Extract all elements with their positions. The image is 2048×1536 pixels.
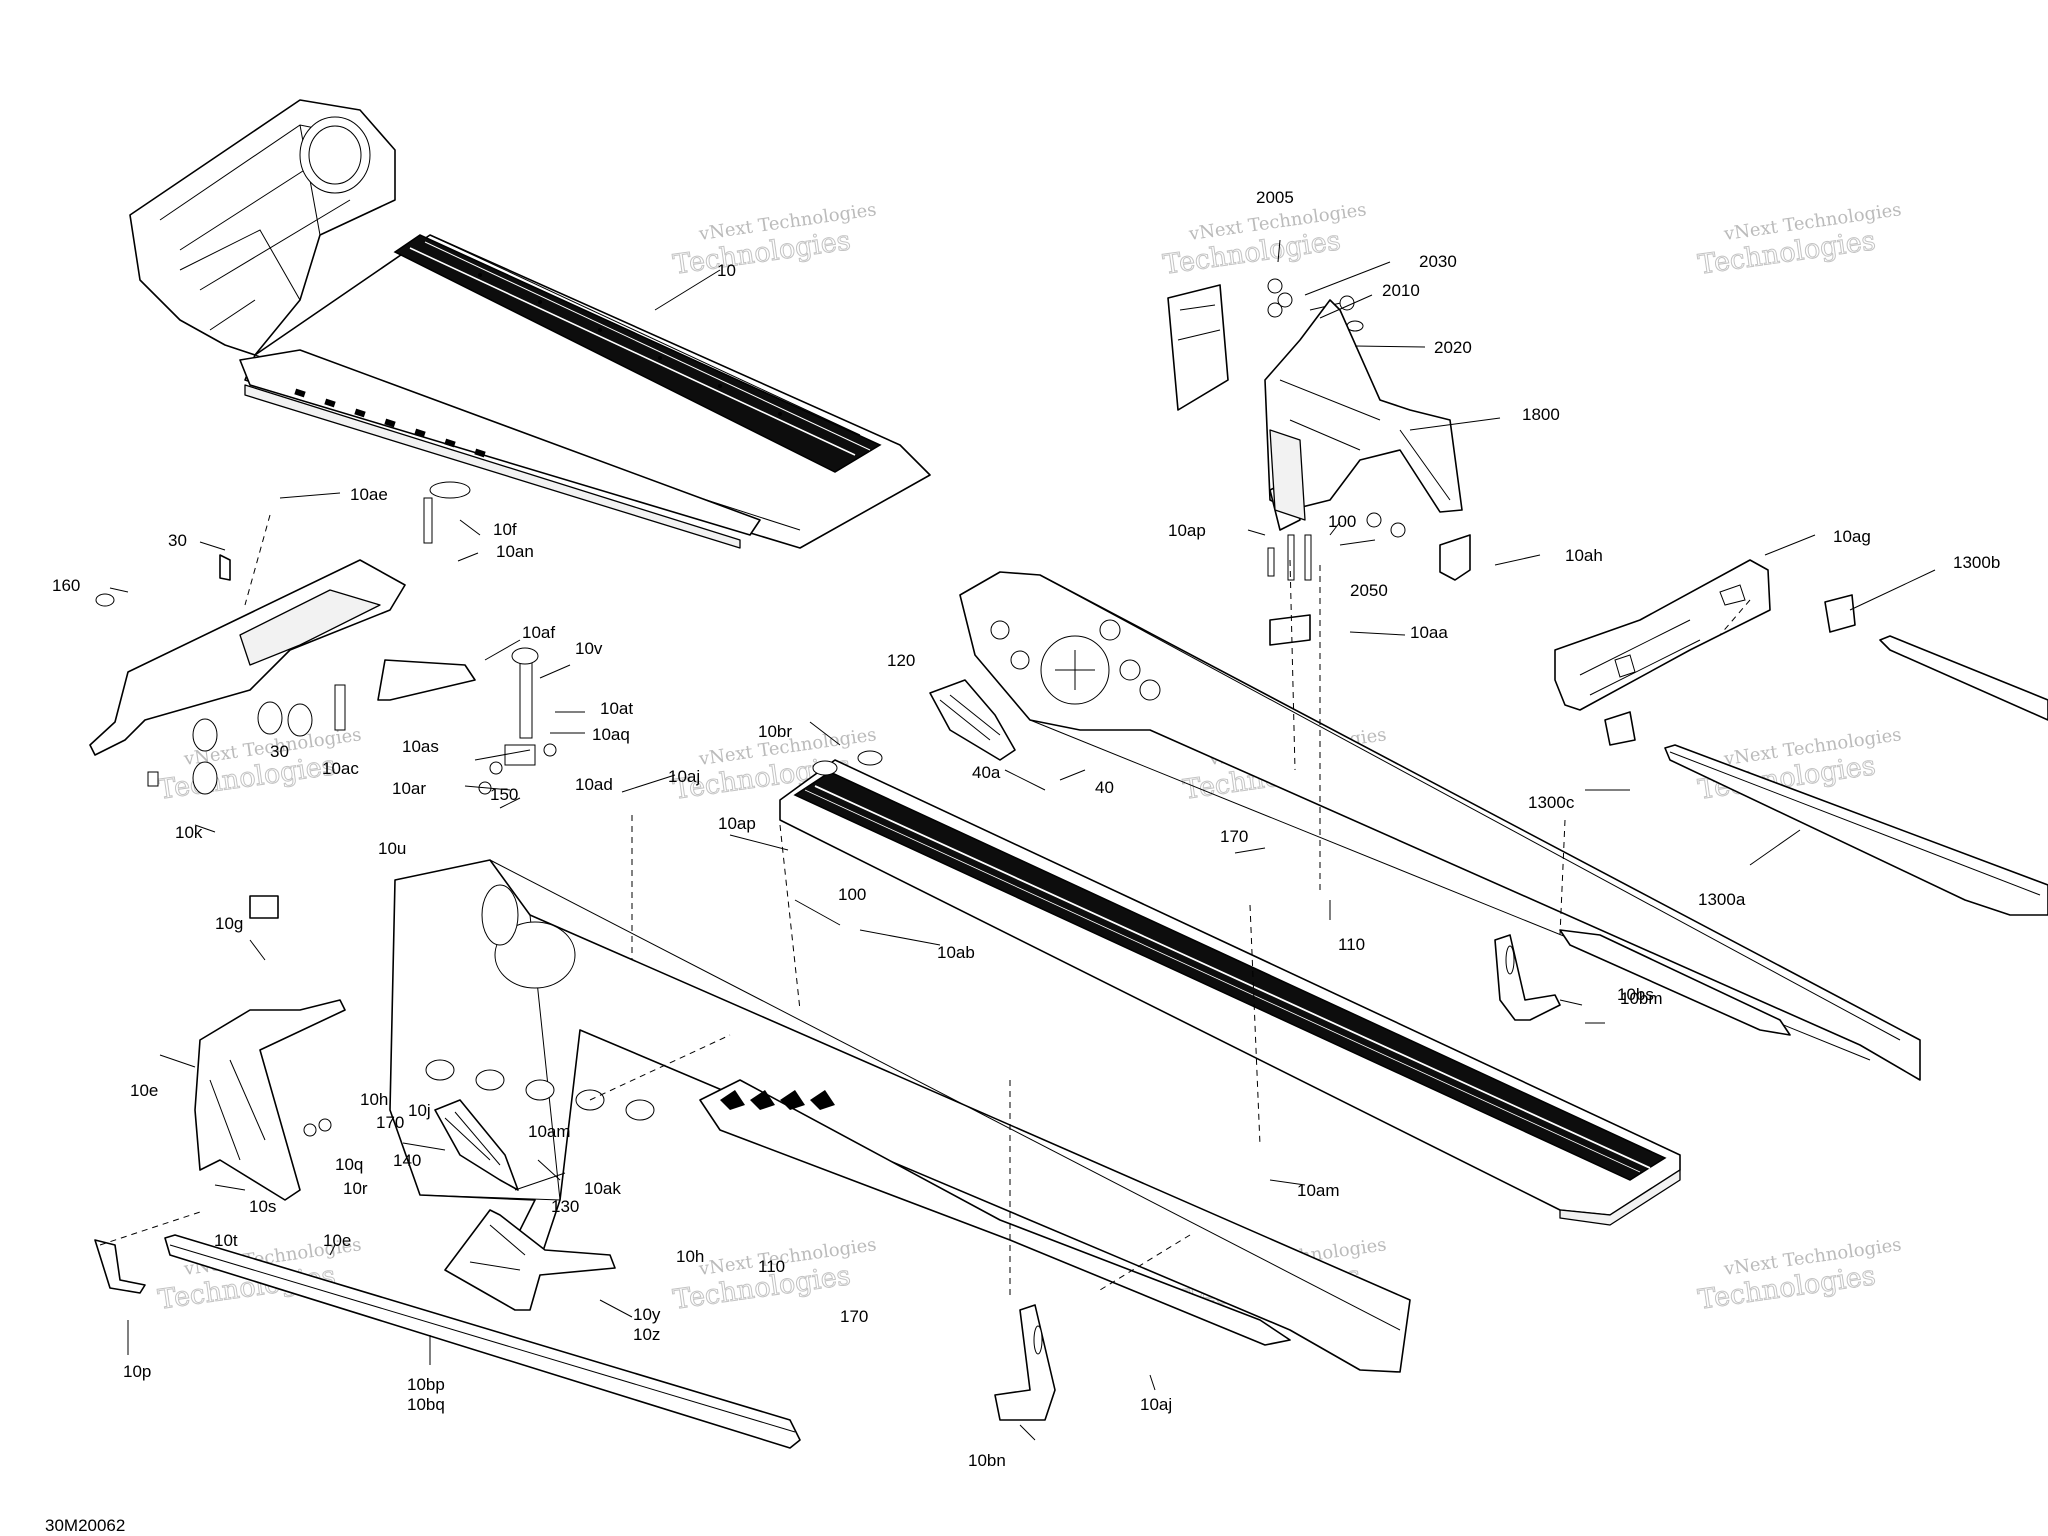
- callout-label: 10ae: [350, 485, 388, 504]
- callout-label: 10h: [360, 1090, 388, 1109]
- callout-label: 10aj: [1140, 1395, 1172, 1414]
- callout-label: 10e: [323, 1231, 351, 1250]
- bolts-brackets-left: [334, 481, 557, 795]
- rear-support-bracket: [1494, 934, 1561, 1021]
- front-bracket-assembly: [94, 895, 346, 1294]
- callout-label: 170: [1220, 827, 1248, 846]
- callout-label: 10bp: [407, 1375, 445, 1394]
- callout-label: 10k: [175, 823, 203, 842]
- vnext-watermark-logo: vNext Technologies Technologies: [1161, 199, 1368, 281]
- vnext-watermark-logo: vNext Technologies Technologies: [671, 199, 878, 281]
- callout-label: 10ak: [584, 1179, 621, 1198]
- callout-label: 10ac: [322, 759, 359, 778]
- callout-label: 10p: [123, 1362, 151, 1381]
- leader-lines: [109, 239, 1936, 1441]
- slide-rail: [1664, 594, 2048, 916]
- callout-label: 10y: [633, 1305, 661, 1324]
- callout-label: 10j: [408, 1101, 431, 1120]
- front-deck-panel: [89, 554, 406, 795]
- callout-label: 10as: [402, 737, 439, 756]
- callout-label: 10at: [600, 699, 633, 718]
- callout-label: 1300b: [1953, 553, 2000, 572]
- callout-label: 140: [393, 1151, 421, 1170]
- callout-label: 10q: [335, 1155, 363, 1174]
- callout-label: 150: [490, 785, 518, 804]
- right-side-tunnel-panel: [959, 571, 1921, 1081]
- running-board-strip: [164, 1234, 801, 1449]
- callout-label: 10z: [633, 1325, 660, 1344]
- callout-label: 10ad: [575, 775, 613, 794]
- callout-label: 1300a: [1698, 890, 1746, 909]
- callout-label: 10r: [343, 1179, 368, 1198]
- callout-label: 10ap: [718, 814, 756, 833]
- callout-label: 10ap: [1168, 521, 1206, 540]
- assembled-tunnel-frame: [129, 99, 931, 549]
- callout-label: 10t: [214, 1231, 238, 1250]
- assembly-lines: [99, 514, 1751, 1300]
- callout-label: 110: [1338, 935, 1365, 954]
- callout-label: 10ah: [1565, 546, 1603, 565]
- vnext-watermark-logo: vNext Technologies Technologies: [1696, 1234, 1903, 1316]
- callout-label: 1300c: [1528, 793, 1575, 812]
- rear-right-cover: [1554, 559, 1771, 746]
- callout-labels: 10 10ae 10f 30 10an 160 10af 10v 10at 10…: [52, 188, 2000, 1470]
- callout-label: 10aj: [668, 767, 700, 786]
- callout-label: 40: [1095, 778, 1114, 797]
- callout-label: 170: [376, 1113, 404, 1132]
- callout-label: 10s: [249, 1197, 276, 1216]
- callout-label: 10e: [130, 1081, 158, 1100]
- callout-label: 10am: [528, 1122, 571, 1141]
- footrest-bracket: [444, 1209, 616, 1311]
- lower-support-bracket: [994, 1304, 1056, 1421]
- callout-label: 40a: [972, 763, 1001, 782]
- diagram-code: 30M20062: [45, 1516, 125, 1535]
- callout-label: 2020: [1434, 338, 1472, 357]
- tunnel-heat-exchanger: [779, 750, 1681, 1226]
- callout-label: 10an: [496, 542, 534, 561]
- callout-label: 10am: [1297, 1181, 1340, 1200]
- callout-label: 30: [270, 742, 289, 761]
- callout-label: 10ar: [392, 779, 426, 798]
- callout-label: 10br: [758, 722, 792, 741]
- vnext-watermark-logo: vNext Technologies Technologies: [1696, 199, 1903, 281]
- callout-label: 10ab: [937, 943, 975, 962]
- callout-label: 10aa: [1410, 623, 1448, 642]
- callout-label: 2030: [1419, 252, 1457, 271]
- left-side-tunnel-panel: [389, 859, 1411, 1373]
- callout-label: 10bq: [407, 1395, 445, 1414]
- upper-heel-bracket: [929, 679, 1016, 761]
- callout-label: 10aq: [592, 725, 630, 744]
- callout-label: 100: [1328, 512, 1356, 531]
- callout-label: 2050: [1350, 581, 1388, 600]
- callout-label: 10h: [676, 1247, 704, 1266]
- callout-label: 10: [717, 261, 736, 280]
- callout-label: 110: [758, 1257, 785, 1276]
- callout-label: 30: [168, 531, 187, 550]
- callout-label: 10u: [378, 839, 406, 858]
- callout-label: 130: [551, 1197, 579, 1216]
- upper-right-assembly: [1167, 278, 1471, 646]
- callout-label: 10ag: [1833, 527, 1871, 546]
- callout-label: 2010: [1382, 281, 1420, 300]
- callout-label: 100: [838, 885, 866, 904]
- callout-label: 170: [840, 1307, 868, 1326]
- callout-label: 10g: [215, 914, 243, 933]
- callout-label: 10bn: [968, 1451, 1006, 1470]
- callout-label: 10v: [575, 639, 603, 658]
- callout-label: 10af: [522, 623, 555, 642]
- callout-label: 120: [887, 651, 915, 670]
- callout-label: 1800: [1522, 405, 1560, 424]
- heel-plate: [434, 1099, 519, 1191]
- callout-label: 10bs: [1617, 985, 1654, 1004]
- callout-label: 160: [52, 576, 80, 595]
- callout-label: 2005: [1256, 188, 1294, 207]
- callout-label: 10bm: [1620, 989, 1663, 1008]
- callout-label: 10f: [493, 520, 517, 539]
